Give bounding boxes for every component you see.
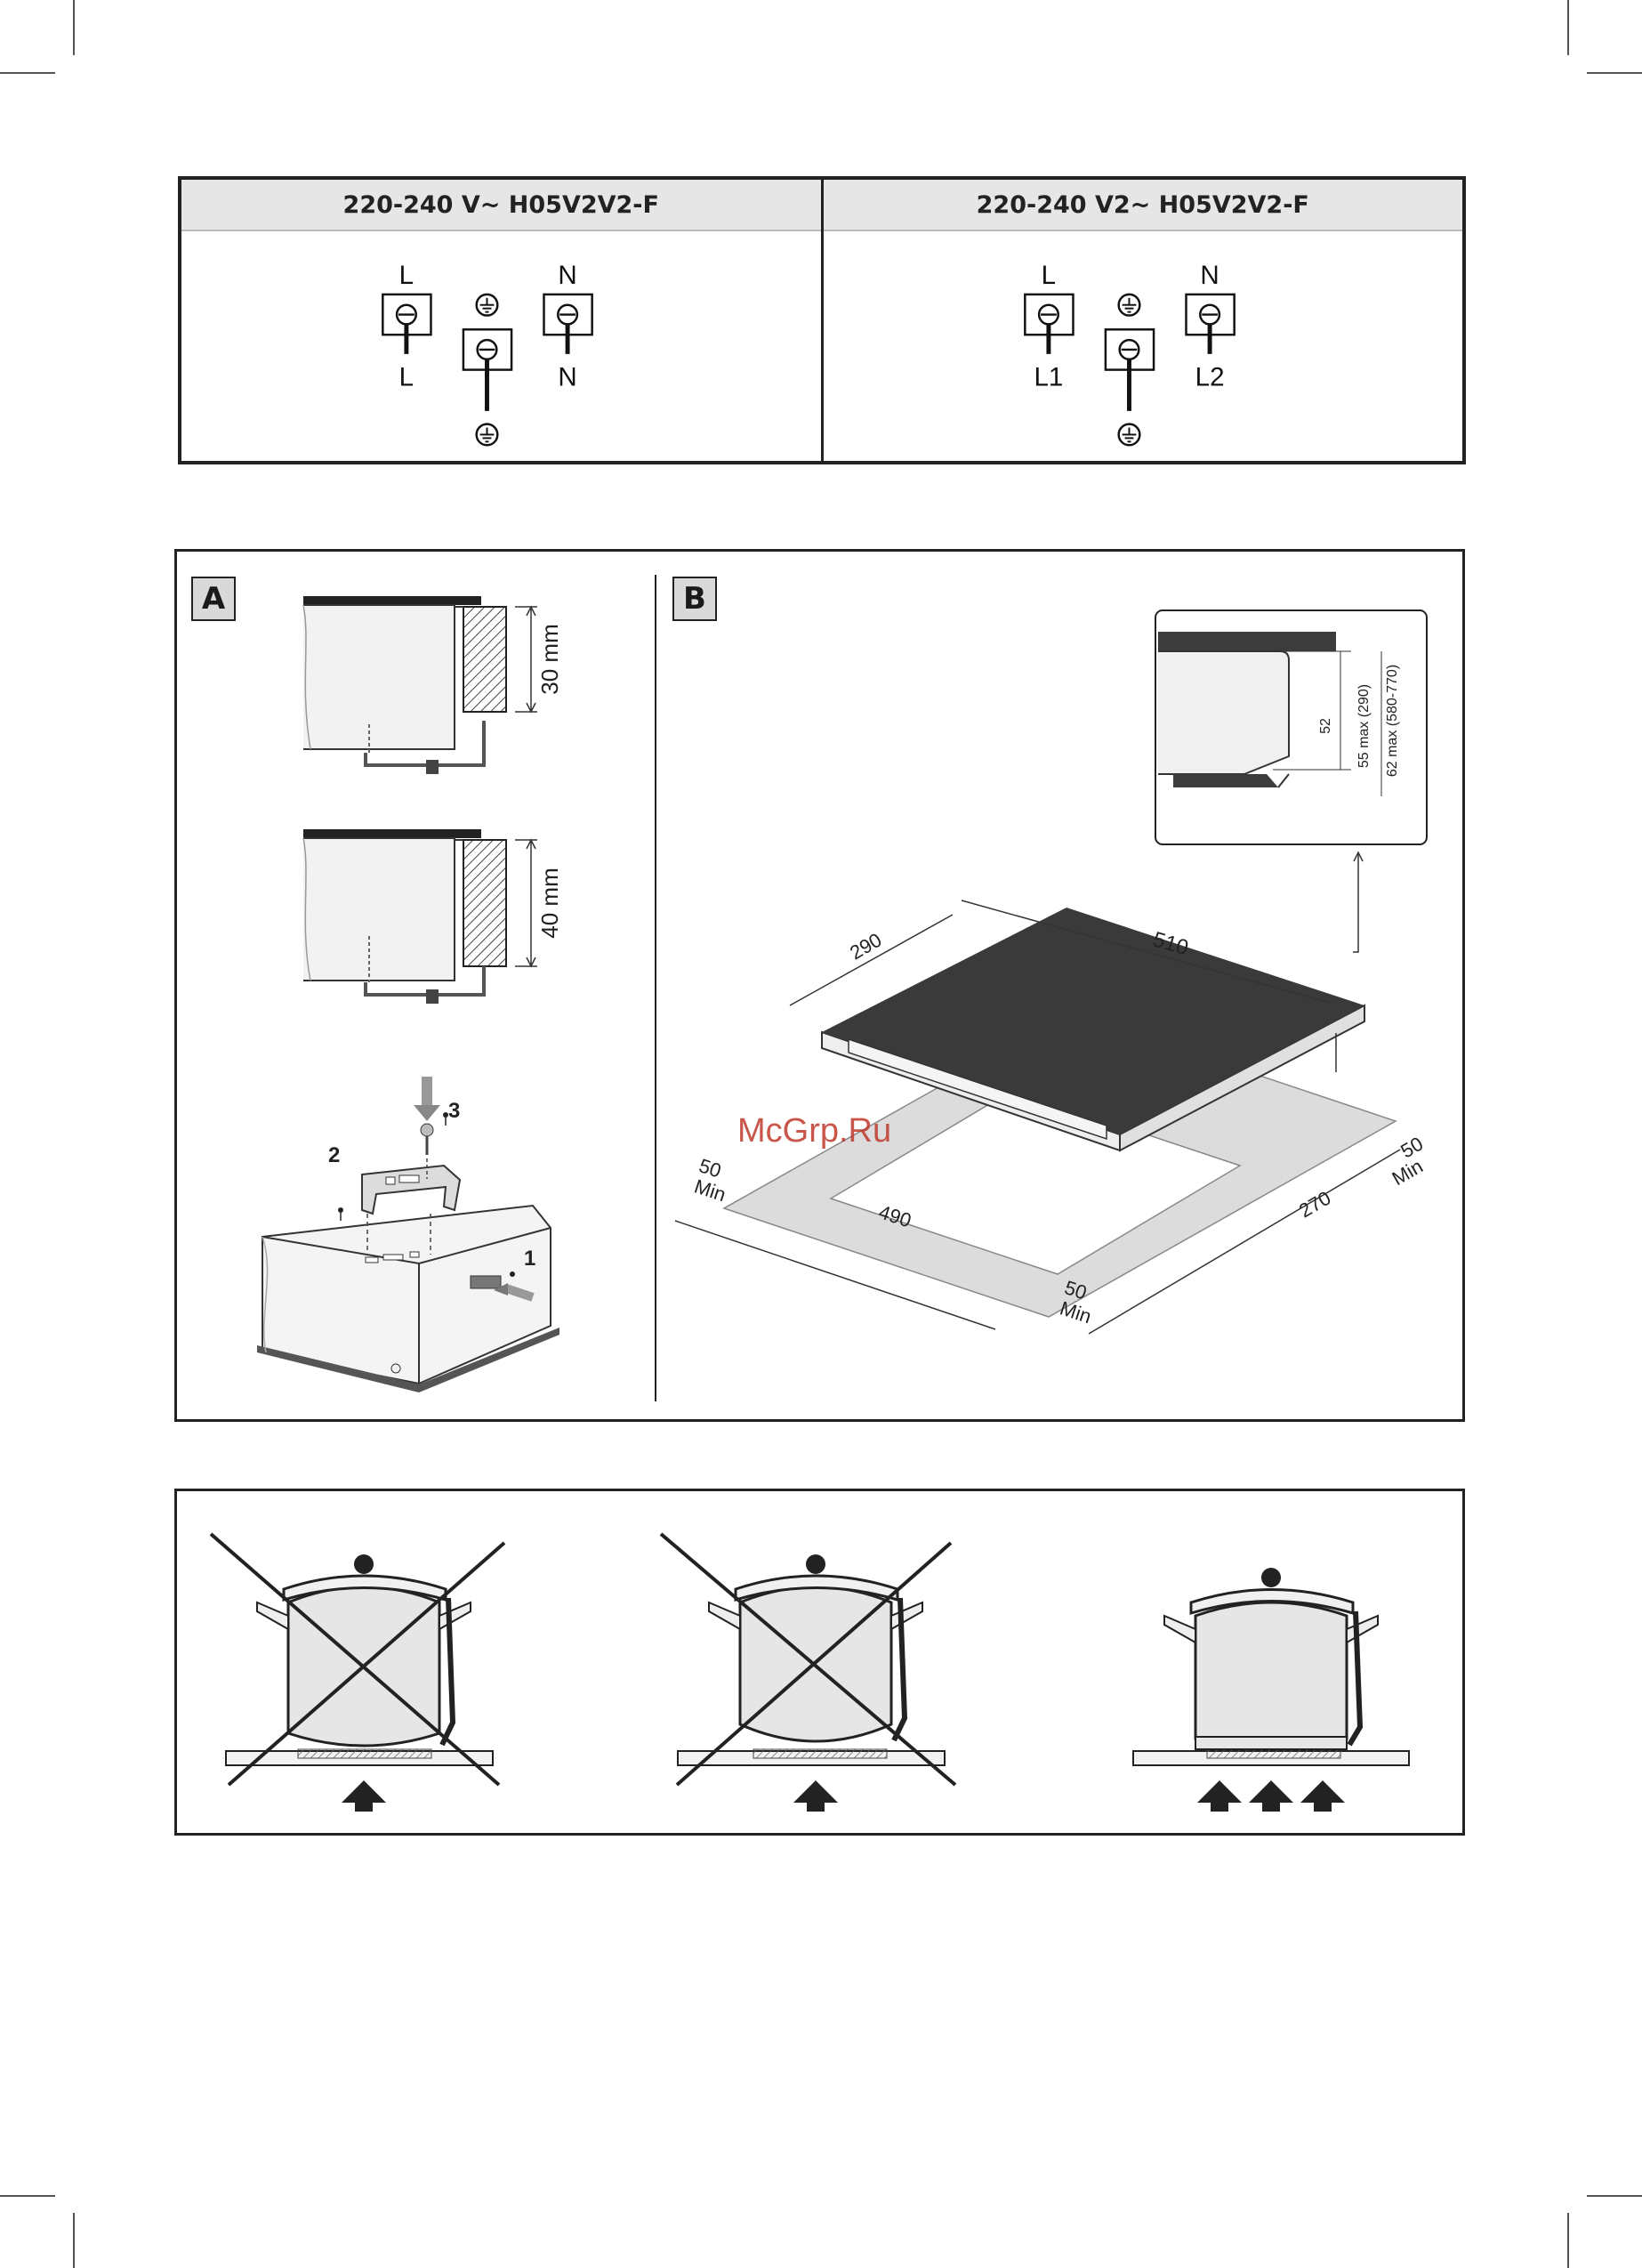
panel-tag-b: B	[672, 577, 717, 621]
bracket-40mm-drawing	[303, 829, 537, 1004]
wiring-diagram-two-phase: L N L1 L2	[824, 231, 1463, 461]
cookware-drawing	[177, 1491, 1462, 1833]
terminal-label: L1	[1034, 362, 1063, 391]
terminal-label: N	[1200, 261, 1219, 290]
crop-mark	[1567, 0, 1569, 55]
wiring-single-phase: 220-240 V~ H05V2V2-F	[181, 180, 821, 461]
dimension-30mm: 30 mm	[536, 624, 563, 694]
pot-correct-flat	[1133, 1568, 1409, 1812]
bracket-30mm-drawing	[303, 596, 537, 774]
terminal-label: L	[1041, 261, 1055, 290]
bracket-mounting-drawing	[257, 1077, 559, 1392]
crop-mark	[0, 72, 55, 74]
pot-incorrect-concave	[211, 1534, 504, 1812]
wiring-two-phase: 220-240 V2~ H05V2V2-F	[821, 180, 1463, 461]
crop-mark	[73, 2213, 75, 2268]
crop-mark	[1587, 72, 1642, 74]
pot-incorrect-convex	[661, 1534, 955, 1812]
clearance-right-min: Min	[1388, 1155, 1427, 1190]
installation-drawing: 30 mm 40 mm	[177, 552, 1462, 1419]
crop-mark	[0, 2195, 55, 2197]
wiring-header-single: 220-240 V~ H05V2V2-F	[181, 180, 821, 231]
dimension-40mm: 40 mm	[536, 868, 563, 938]
clearance-left-min: Min	[692, 1175, 728, 1207]
panel-tag-a: A	[191, 577, 236, 621]
step-3-label: 3	[448, 1099, 460, 1123]
hob-depth-label: 290	[846, 928, 885, 964]
wiring-header-two-phase: 220-240 V2~ H05V2V2-F	[824, 180, 1463, 231]
terminal-diagram: L N L1 L2	[824, 231, 1463, 461]
terminal-label: L	[399, 362, 414, 391]
inset-dim-55: 55 max (290)	[1356, 684, 1372, 768]
inset-dim-52: 52	[1318, 718, 1333, 734]
crop-mark	[1567, 2213, 1569, 2268]
terminal-label: N	[558, 261, 576, 290]
step-2-label: 2	[328, 1143, 340, 1167]
terminal-label: L2	[1195, 362, 1224, 391]
terminal-label: N	[558, 362, 576, 391]
terminal-diagram: L N L N	[181, 231, 821, 461]
watermark-text: McGrp.Ru	[737, 1112, 891, 1150]
wiring-diagram-single: L N L N	[181, 231, 821, 461]
crop-mark	[73, 0, 75, 55]
clearance-front-min: Min	[1058, 1297, 1094, 1328]
inset-dim-62: 62 max (580-770)	[1385, 665, 1400, 777]
cookware-panel	[174, 1489, 1465, 1836]
wiring-table: 220-240 V~ H05V2V2-F	[178, 176, 1466, 464]
crop-mark	[1587, 2195, 1642, 2197]
installation-panel: 30 mm 40 mm	[174, 549, 1465, 1422]
terminal-label: L	[399, 261, 414, 290]
step-1-label: 1	[524, 1247, 535, 1271]
